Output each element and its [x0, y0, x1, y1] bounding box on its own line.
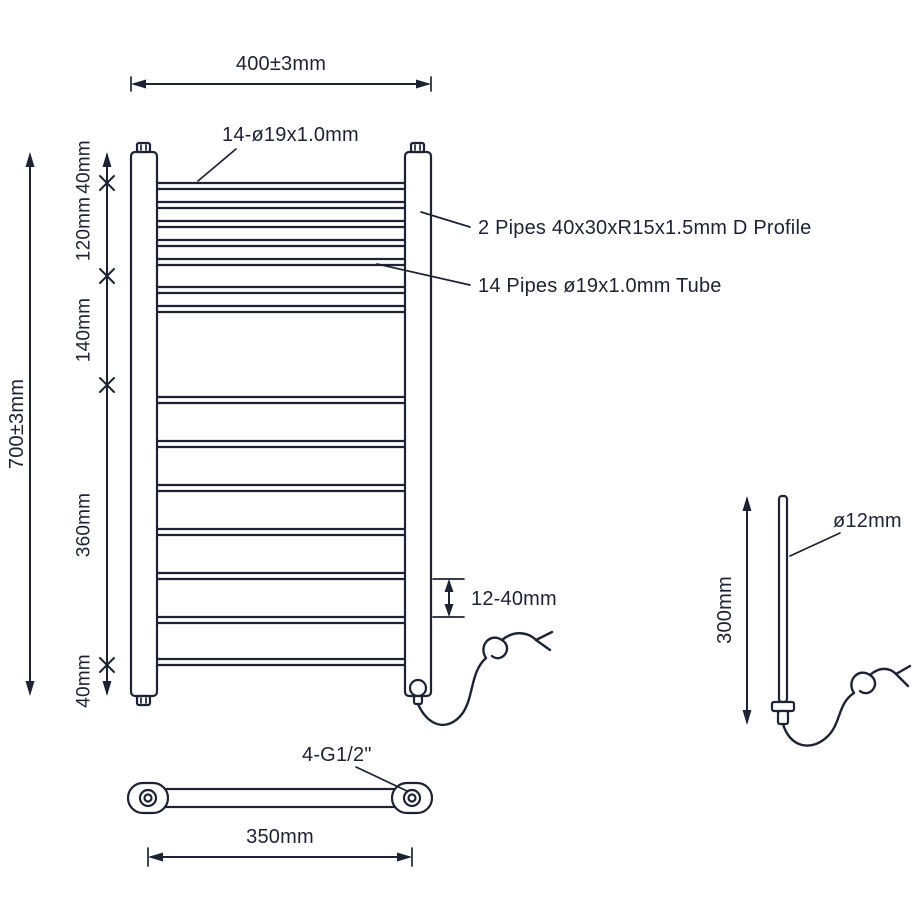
plan-view: 4-G1/2" 350mm [126, 744, 434, 867]
callout-diameter: ø12mm [789, 510, 902, 557]
arrowhead [742, 710, 752, 725]
pipe [153, 395, 409, 405]
callout-pipes: 14-ø19x1.0mm [197, 124, 359, 182]
arrowhead [102, 152, 112, 167]
callout-tube-label: 14 Pipes ø19x1.0mm Tube [478, 275, 722, 297]
connection-port-inner [143, 793, 153, 803]
pipe [153, 200, 409, 210]
arrowhead [25, 681, 35, 696]
pipes [153, 181, 409, 667]
leader-line [197, 148, 237, 182]
callout-profile: 2 Pipes 40x30xR15x1.5mm D Profile [420, 211, 811, 239]
arrowhead [416, 79, 431, 89]
cap-plug [409, 141, 426, 154]
pipe [153, 527, 409, 537]
pipe [153, 657, 409, 667]
arrowhead [397, 852, 412, 862]
arrowhead [742, 496, 752, 511]
segment-label: 360mm [74, 493, 95, 557]
dimension-tick [99, 268, 115, 284]
element-base [776, 709, 790, 726]
pipe [153, 285, 409, 295]
cable-tail [868, 667, 898, 677]
segment-label: 140mm [74, 298, 95, 362]
element-view: ø12mm 300mm [714, 494, 912, 747]
left-rail [129, 150, 159, 698]
element-rod [777, 494, 789, 704]
cap-plug [135, 141, 152, 154]
width-dimension-label: 400±3mm [236, 53, 326, 75]
arrowhead [131, 79, 146, 89]
pipe [153, 615, 409, 625]
plan-bar [148, 787, 412, 809]
segment-label: 120mm [74, 197, 95, 261]
pipe [153, 483, 409, 493]
element-nut [408, 678, 428, 698]
element-collar [770, 700, 796, 713]
cable-fork [894, 664, 912, 688]
pipe [153, 238, 409, 248]
callout-thread-label: 4-G1/2" [302, 744, 372, 766]
dimension-tick [99, 175, 115, 191]
leader-line [376, 263, 471, 286]
cable-fork [534, 630, 554, 652]
element-length-label: 300mm [714, 576, 736, 644]
arrowhead [444, 579, 454, 592]
plan-width-label: 350mm [246, 826, 314, 848]
element-stem [412, 694, 424, 706]
element-length-dimension: 300mm [714, 496, 752, 725]
right-rail [403, 150, 433, 698]
segment-dimension: 40mm 120mm 140mm 360mm 40mm [74, 140, 115, 708]
pipe [153, 304, 409, 314]
cable-curve [416, 656, 488, 727]
callout-profile-label: 2 Pipes 40x30xR15x1.5mm D Profile [478, 217, 811, 239]
callout-pipes-label: 14-ø19x1.0mm [222, 124, 359, 146]
leader-line [420, 211, 471, 228]
arrowhead [102, 681, 112, 696]
pipe [153, 181, 409, 191]
callout-thread: 4-G1/2" [302, 744, 408, 792]
cable-knot [482, 636, 509, 660]
pipe [153, 439, 409, 449]
arrowhead [444, 604, 454, 617]
plan-width-dimension: 350mm [147, 826, 413, 867]
power-cable [408, 630, 554, 727]
dimension-tick [99, 657, 115, 673]
rail-caps [135, 141, 426, 707]
arrowhead [25, 152, 35, 167]
callout-tube: 14 Pipes ø19x1.0mm Tube [376, 263, 722, 297]
cap-plug [135, 694, 152, 707]
top-width-dimension: 400±3mm [130, 53, 432, 92]
pipe [153, 571, 409, 581]
front-view: 400±3mm 700±3mm 40mm 120mm 140mm 360mm [6, 53, 811, 727]
dimension-tick [99, 377, 115, 393]
cable-curve [781, 691, 856, 747]
cable-knot [850, 671, 877, 695]
pipe [153, 219, 409, 229]
height-dimension-label: 700±3mm [6, 379, 28, 469]
arrowhead [148, 852, 163, 862]
pipe [153, 257, 409, 267]
connection-port-inner [407, 793, 417, 803]
pipe-spacing-label: 12-40mm [471, 588, 557, 610]
pipe-spacing-dimension: 12-40mm [432, 578, 557, 618]
segment-label: 40mm [74, 654, 95, 708]
segment-label: 40mm [74, 140, 95, 194]
callout-diameter-label: ø12mm [833, 510, 902, 532]
cable-tail [500, 632, 538, 642]
element-cable [781, 664, 912, 747]
leader-line [789, 532, 841, 557]
leader-line [355, 766, 408, 792]
overall-height-dimension: 700±3mm [6, 152, 35, 696]
